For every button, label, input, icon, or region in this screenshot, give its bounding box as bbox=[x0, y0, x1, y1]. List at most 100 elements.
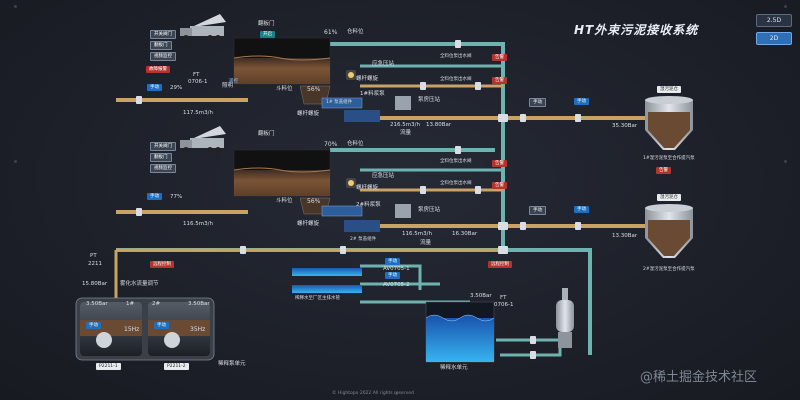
view-2d-button[interactable]: 2D bbox=[756, 32, 792, 45]
receiver-label: 雾化水流量调节 bbox=[120, 281, 159, 287]
line2-station-label: 2#料浆泵 bbox=[356, 202, 381, 208]
line2-tag-valve[interactable]: 开关阀门 bbox=[150, 142, 176, 151]
line1-flow: 117.5m3/h bbox=[183, 110, 213, 116]
line1-door-open[interactable]: 开启 bbox=[260, 31, 275, 38]
valve1-label: AV0705-1 bbox=[383, 266, 410, 272]
view-25d-button[interactable]: 2.5D bbox=[756, 14, 792, 27]
line1-manual-tag-b[interactable]: 手动 bbox=[529, 98, 546, 107]
line2-flow-pct: 77% bbox=[170, 194, 183, 200]
motor2-pressure: 3.50Bar bbox=[188, 301, 210, 307]
line1-flow-pct: 29% bbox=[170, 85, 183, 91]
line1-screw-label: 斗料位 bbox=[276, 86, 293, 92]
line2-silo-caption: 2#湿污泥泵至合作提汽泵 bbox=[643, 267, 695, 272]
line2-manual-tag-c[interactable]: 手动 bbox=[574, 206, 589, 213]
watermark: @稀土掘金技术社区 bbox=[640, 370, 758, 385]
line2-level-label: 仓料位 bbox=[347, 141, 364, 147]
motor1-label: P2211-1 bbox=[96, 363, 121, 370]
line1-silo-label: 湿污泥仓 bbox=[657, 86, 681, 93]
valve1-manual-tag[interactable]: 手动 bbox=[385, 258, 400, 265]
line1-silo-caption: 1#湿污泥泵至合作提汽泵 bbox=[643, 156, 695, 161]
line1-silo-pressure: 35.30Bar bbox=[612, 123, 638, 129]
line1-manual-tag-c[interactable]: 手动 bbox=[574, 98, 589, 105]
tank-remote-tag[interactable]: 远程控制 bbox=[488, 261, 512, 268]
line1-manual-tag[interactable]: 手动 bbox=[147, 84, 162, 91]
page-title: HT外束污泥接收系统 bbox=[574, 23, 699, 37]
pt-id: 2211 bbox=[88, 261, 102, 267]
line1-pressure: 13.80Bar bbox=[426, 122, 452, 128]
bottom-remote-tag[interactable]: 远程控制 bbox=[150, 261, 174, 268]
line2-valve-label-b: 全料位泵出水阀 bbox=[440, 181, 472, 186]
line1-level-pct: 61% bbox=[324, 29, 338, 36]
line2-pump-label: 2# 泵盖组件 bbox=[350, 237, 377, 242]
line1-tag-valve[interactable]: 开关阀门 bbox=[150, 30, 176, 39]
line1-ft-id: 0706-1 bbox=[188, 79, 208, 85]
line2-tag-video[interactable]: 视频监控 bbox=[150, 164, 176, 173]
line1-pump-label: 1# 泵盖组件 bbox=[326, 100, 353, 105]
line2-pipe-flow: 116.5m3/h bbox=[402, 231, 432, 237]
line2-level-pct: 70% bbox=[324, 141, 338, 148]
line1-flow-word: 流量 bbox=[400, 130, 412, 136]
line2-hydraulic: 应急压站 bbox=[372, 173, 395, 179]
motor1-pressure: 3.50Bar bbox=[86, 301, 108, 307]
line2-manual-tag-b[interactable]: 手动 bbox=[529, 206, 546, 215]
line1-pump-label2: 泵房压站 bbox=[418, 97, 441, 103]
line2-pressure: 16.30Bar bbox=[452, 231, 478, 237]
line1-station-label: 1#料浆泵 bbox=[360, 91, 385, 97]
pt-pressure: 15.80Bar bbox=[82, 281, 108, 287]
line1-remote-tag[interactable]: 告警 bbox=[492, 54, 507, 61]
valve2-manual-tag[interactable]: 手动 bbox=[385, 272, 400, 279]
line1-remote-tag-b[interactable]: 告警 bbox=[492, 77, 507, 84]
line1-screw-conv: 螺杆螺旋 bbox=[297, 111, 320, 117]
line2-screw-conv: 螺杆螺旋 bbox=[297, 221, 320, 227]
line1-tag-door[interactable]: 翻板门 bbox=[150, 41, 172, 50]
line2-hopper-pct: 56% bbox=[307, 198, 321, 205]
line2-flow-word: 流量 bbox=[420, 240, 432, 246]
tank-label: 稀释水单元 bbox=[440, 365, 468, 371]
motor2-num: 2# bbox=[152, 301, 161, 307]
line1-unload-door: 翻板门 bbox=[258, 21, 275, 27]
line2-screw-label: 斗料位 bbox=[276, 198, 293, 204]
valve2-label: AV0705-2 bbox=[383, 282, 410, 288]
motor1-hz: 15Hz bbox=[124, 326, 140, 333]
line1-valve-label: 全料位泵出水阀 bbox=[440, 54, 472, 59]
line2-tag-door[interactable]: 翻板门 bbox=[150, 153, 172, 162]
line1-level-label: 仓料位 bbox=[347, 29, 364, 35]
motor2-manual-tag[interactable]: 手动 bbox=[154, 322, 169, 329]
line1-pump-small: 螺杆螺旋 bbox=[356, 76, 379, 82]
decor-dot bbox=[784, 160, 787, 163]
decor-dot bbox=[14, 5, 17, 8]
motor2-hz: 35Hz bbox=[190, 326, 206, 333]
decor-dot bbox=[395, 392, 398, 395]
line2-alarm-tag[interactable]: 告警 bbox=[656, 167, 671, 174]
line1-hopper-pct: 56% bbox=[307, 86, 321, 93]
line2-remote-tag[interactable]: 告警 bbox=[492, 160, 507, 167]
line1-auto-text: 遥控 bbox=[229, 79, 238, 84]
line1-pipe-flow: 216.5m3/h bbox=[390, 122, 420, 128]
motor1-num: 1# bbox=[126, 301, 135, 307]
line2-pump-small: 螺杆螺旋 bbox=[356, 185, 379, 191]
line1-hydraulic: 应急压站 bbox=[372, 61, 395, 67]
line2-manual-tag[interactable]: 手动 bbox=[147, 193, 162, 200]
line2-unload-door: 翻板门 bbox=[258, 131, 275, 137]
line2-silo-pressure: 13.30Bar bbox=[612, 233, 638, 239]
line2-pump-label2: 泵房压站 bbox=[418, 207, 441, 213]
tank-pressure: 3.50Bar bbox=[470, 293, 492, 299]
line2-valve-label: 全料位泵出水阀 bbox=[440, 159, 472, 164]
pt-label: PT bbox=[90, 253, 97, 259]
tank-note: 稀释水至厂区主排水管 bbox=[295, 296, 340, 301]
line1-ft-label: FT bbox=[193, 72, 200, 78]
line1-tag-video[interactable]: 视频监控 bbox=[150, 52, 176, 61]
tank-ft: FT bbox=[500, 295, 507, 301]
tank-ft-id: 0706-1 bbox=[494, 302, 514, 308]
pump-area-label: 稀释泵单元 bbox=[218, 361, 246, 367]
decor-dot bbox=[14, 160, 17, 163]
copyright: © Hightopo 2022 All rights reserved bbox=[332, 391, 414, 396]
motor1-manual-tag[interactable]: 手动 bbox=[86, 322, 101, 329]
decor-dot bbox=[784, 5, 787, 8]
line1-alarm-tag[interactable]: 故障报警 bbox=[146, 66, 170, 73]
line2-flow: 116.5m3/h bbox=[183, 221, 213, 227]
line2-silo-label: 湿污泥仓 bbox=[657, 194, 681, 201]
motor2-label: P2211-2 bbox=[164, 363, 189, 370]
line2-remote-tag-b[interactable]: 告警 bbox=[492, 182, 507, 189]
